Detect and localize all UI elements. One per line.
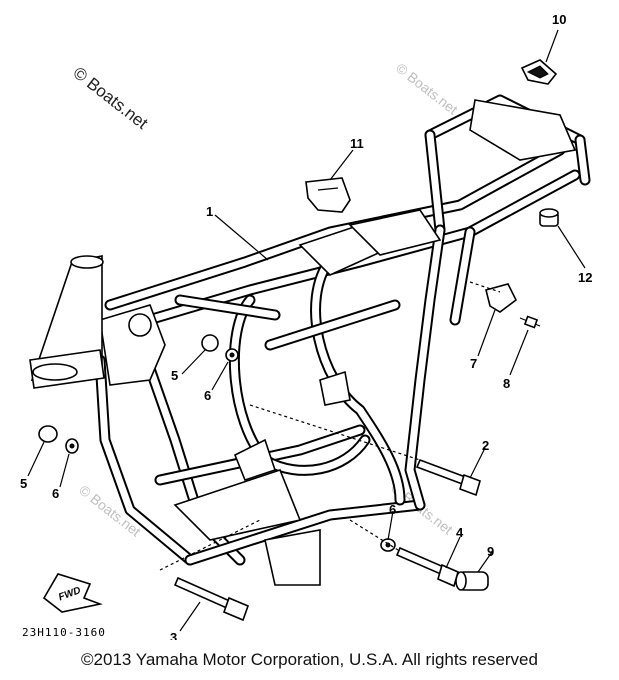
callout-6-right: 6 bbox=[389, 502, 396, 517]
callout-9: 9 bbox=[487, 544, 494, 559]
part-5-cap-upper bbox=[201, 334, 219, 352]
steering-head-tube bbox=[29, 255, 105, 389]
part-2-bolt bbox=[415, 458, 481, 497]
fwd-arrow-icon: FWD bbox=[42, 573, 103, 613]
part-12-grommet bbox=[539, 208, 559, 227]
callout-11: 11 bbox=[350, 136, 364, 151]
callout-1: 1 bbox=[206, 204, 213, 219]
part-8-screw bbox=[519, 315, 541, 329]
part-9-cap bbox=[455, 571, 489, 591]
frame-exploded-diagram: © Boats.net © Boats.net © Boats.net © Bo… bbox=[20, 12, 592, 640]
callout-3: 3 bbox=[170, 630, 177, 640]
alignment-lines bbox=[159, 281, 501, 571]
callout-12: 12 bbox=[578, 270, 592, 285]
callout-5-lower: 5 bbox=[20, 476, 27, 491]
callout-4: 4 bbox=[456, 525, 464, 540]
part-11-bracket bbox=[305, 177, 351, 213]
part-4-bolt bbox=[395, 546, 459, 588]
frame-assembly bbox=[94, 94, 591, 586]
copyright-footer: ©2013 Yamaha Motor Corporation, U.S.A. A… bbox=[81, 650, 538, 669]
watermark-main: © Boats.net bbox=[70, 63, 152, 133]
callout-8: 8 bbox=[503, 376, 510, 391]
part-3-bolt bbox=[173, 576, 250, 622]
callout-6-lower: 6 bbox=[52, 486, 59, 501]
callout-6-upper: 6 bbox=[204, 388, 211, 403]
callout-10: 10 bbox=[552, 12, 566, 27]
watermark-faint-top: © Boats.net bbox=[393, 60, 461, 118]
diagram-part-code: 23H110-3160 bbox=[22, 626, 106, 639]
part-7-clip bbox=[485, 283, 518, 313]
callout-5-upper: 5 bbox=[171, 368, 178, 383]
callout-2: 2 bbox=[482, 438, 489, 453]
part-5-cap-lower bbox=[38, 425, 58, 443]
leader-lines bbox=[27, 29, 586, 632]
part-10-cap bbox=[520, 59, 558, 85]
callouts: 10 11 1 12 7 8 5 6 2 5 6 6 4 9 3 bbox=[20, 12, 592, 640]
callout-7: 7 bbox=[470, 356, 477, 371]
